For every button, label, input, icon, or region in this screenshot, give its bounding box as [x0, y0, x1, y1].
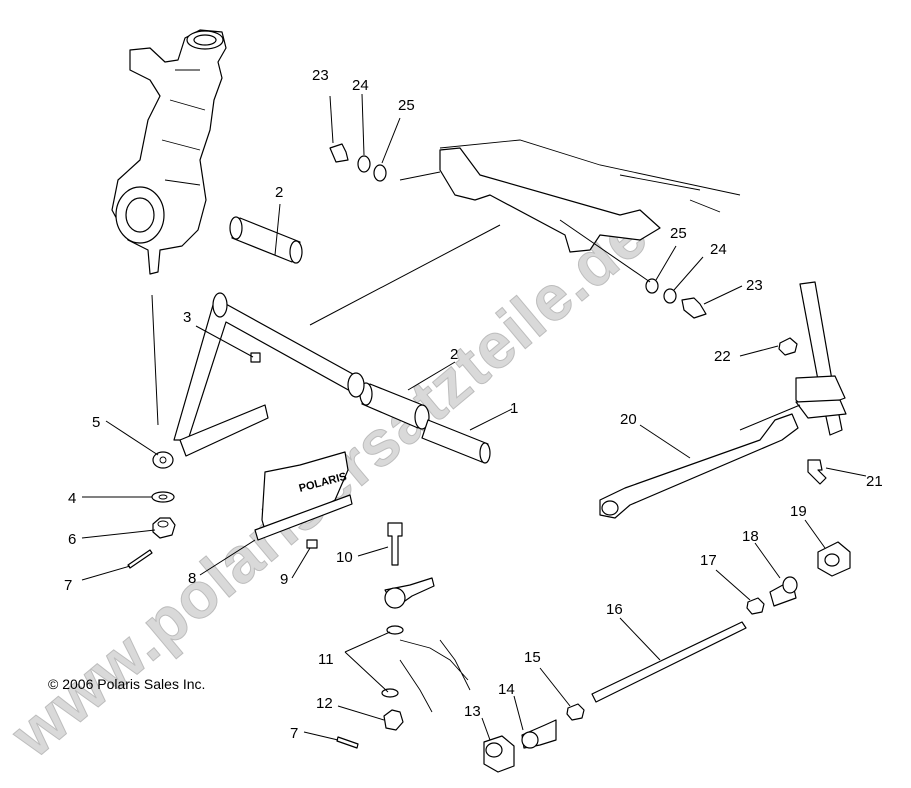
tie-rod-end-13	[483, 735, 515, 773]
jam-nut-15	[566, 703, 585, 721]
callout-25-top: 25	[398, 97, 415, 114]
callout-1: 1	[510, 400, 518, 417]
steering-knuckle	[111, 29, 227, 275]
pivot-tube-lower	[359, 382, 430, 430]
callout-10: 10	[336, 549, 353, 566]
callout-20: 20	[620, 411, 637, 428]
tie-rod-end-18	[769, 576, 798, 607]
cotter-pin-7a	[127, 549, 153, 569]
pivot-tube-upper	[229, 216, 303, 264]
callout-2-lower: 2	[450, 346, 458, 363]
callout-leaders	[81, 93, 867, 741]
callout-7-bottom: 7	[290, 725, 298, 742]
callout-4: 4	[68, 490, 76, 507]
callout-25-right: 25	[670, 225, 687, 242]
tie-rod-end-center	[384, 577, 435, 609]
nut-22	[778, 337, 798, 356]
callout-21: 21	[866, 473, 883, 490]
bolt-10	[387, 522, 403, 566]
assembly-lines	[151, 171, 801, 431]
callout-19: 19	[790, 503, 807, 520]
tie-rod-assembly-20	[599, 413, 799, 519]
callout-23-right: 23	[746, 277, 763, 294]
washer-25b	[645, 278, 659, 294]
callout-7-left: 7	[64, 577, 72, 594]
washer-4	[151, 491, 175, 503]
cotter-pin-7b	[336, 736, 359, 749]
callout-numbers: 1 2 2 3 4 5 6 7 7 8 9 10 11 12 13 14 15 …	[64, 67, 883, 742]
callout-14: 14	[498, 681, 515, 698]
nut-12	[383, 709, 404, 731]
callout-18: 18	[742, 528, 759, 545]
callout-8: 8	[188, 570, 196, 587]
callout-16: 16	[606, 601, 623, 618]
callout-23-top: 23	[312, 67, 329, 84]
callout-13: 13	[464, 703, 481, 720]
callout-3: 3	[183, 309, 191, 326]
callout-15: 15	[524, 649, 541, 666]
grease-fitting	[250, 352, 261, 363]
bolt-23b	[681, 297, 707, 319]
callout-12: 12	[316, 695, 333, 712]
tie-rod-end-19	[817, 541, 851, 577]
washer-24a	[357, 155, 371, 173]
steering-bracket	[381, 625, 471, 713]
steering-post	[795, 281, 847, 436]
copyright-notice: © 2006 Polaris Sales Inc.	[48, 676, 205, 692]
shaft	[421, 419, 491, 464]
tie-rod-16	[591, 621, 747, 703]
tie-rod-end-14	[521, 719, 557, 749]
bolt-23a	[329, 143, 349, 163]
callout-24-right: 24	[710, 241, 727, 258]
callout-5: 5	[92, 414, 100, 431]
bolt-21	[807, 459, 827, 485]
a-arm	[152, 292, 365, 469]
callout-24-top: 24	[352, 77, 369, 94]
callout-6: 6	[68, 531, 76, 548]
jam-nut-17	[746, 597, 765, 615]
callout-2-upper: 2	[275, 184, 283, 201]
callout-22: 22	[714, 348, 731, 365]
nut-6	[152, 517, 176, 539]
bolt-9	[306, 539, 318, 549]
washer-25a	[373, 164, 387, 182]
callout-11: 11	[318, 651, 334, 668]
callout-17: 17	[700, 552, 717, 569]
frame-member	[439, 139, 741, 253]
callout-9: 9	[280, 571, 288, 588]
washer-24b	[663, 288, 677, 304]
